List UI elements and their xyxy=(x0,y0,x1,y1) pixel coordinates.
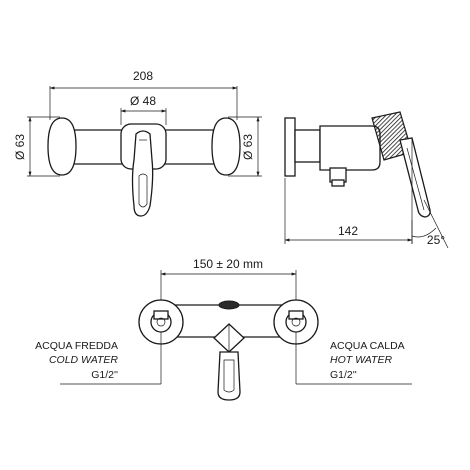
lever-handle xyxy=(131,130,154,217)
left-escutcheon xyxy=(47,117,77,176)
angle-extension-line xyxy=(423,199,449,249)
centers-dimension: 150 ± 20 mm xyxy=(193,257,263,271)
angle-dimension: 25° xyxy=(427,233,445,247)
angle-arc xyxy=(411,227,437,238)
bottom-lever xyxy=(217,351,241,401)
side-body xyxy=(319,125,381,171)
bottom-view: 150 ± 20 mm ACQUA FREDDA COLD WATER G1/2… xyxy=(35,257,412,401)
hot-label-en: HOT WATER xyxy=(330,354,392,366)
cold-thread: G1/2'' xyxy=(91,369,118,381)
side-connector xyxy=(294,129,321,163)
right-escutcheon xyxy=(211,117,241,176)
side-wall-plate xyxy=(284,117,296,177)
side-lever-detail xyxy=(406,147,425,211)
width-dimension: 208 xyxy=(133,69,153,83)
side-view: 142 25° xyxy=(284,111,449,249)
cold-connector-nut xyxy=(153,310,169,320)
cold-label-en: COLD WATER xyxy=(49,354,118,366)
lever-slot xyxy=(138,173,148,208)
hot-connector-nut xyxy=(288,310,304,320)
front-view: 208 Ø 48 Ø 63 Ø 63 xyxy=(13,69,262,217)
hot-port xyxy=(291,317,301,327)
hot-label-it: ACQUA CALDA xyxy=(330,340,405,352)
side-outlet-nut xyxy=(331,179,345,187)
left-height-dimension: Ø 63 xyxy=(13,134,27,160)
depth-dimension: 142 xyxy=(338,224,358,238)
cold-label-it: ACQUA FREDDA xyxy=(35,340,118,352)
body-diameter-dimension: Ø 48 xyxy=(130,94,156,108)
hot-thread: G1/2'' xyxy=(330,369,357,381)
top-plug xyxy=(218,300,240,310)
cold-port xyxy=(156,317,166,327)
right-height-dimension: Ø 63 xyxy=(241,134,255,160)
bottom-lever-slot xyxy=(223,359,235,393)
